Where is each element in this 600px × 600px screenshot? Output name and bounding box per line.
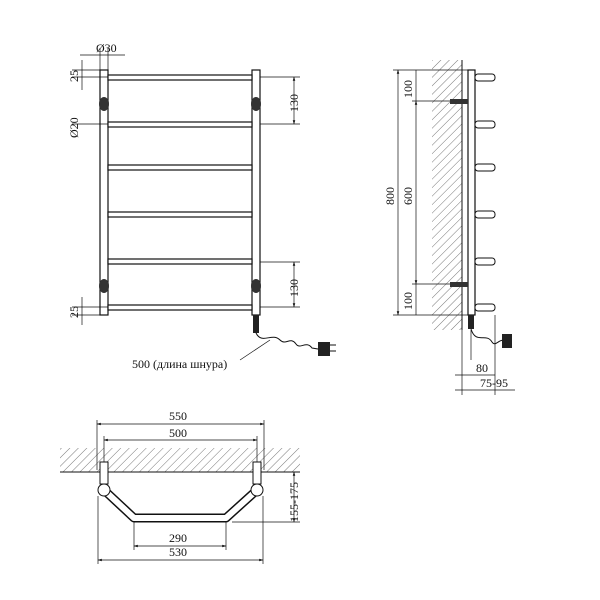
- cord-label: 500 (длина шнура): [132, 357, 227, 371]
- side-bar: [474, 120, 496, 129]
- mount-left-top: [99, 97, 109, 111]
- side-mount-top: [450, 99, 468, 104]
- dim-wall-distance: 155-175: [287, 482, 301, 522]
- side-heater: [468, 315, 474, 329]
- top-view: 550 500 290 530 155-175: [60, 409, 301, 564]
- side-bar: [474, 73, 496, 82]
- top-mount-left: [99, 461, 109, 485]
- top-mount-right: [252, 461, 262, 485]
- crossbars: [107, 74, 253, 311]
- side-bar: [474, 210, 496, 219]
- dim-bottom-offset: 25: [67, 306, 81, 318]
- dim-inner-width: 290: [169, 531, 187, 545]
- front-view: Ø30 25 Ø20 25 130 130 500 (длина шнура): [67, 41, 336, 371]
- dim-mount-top: 130: [287, 94, 301, 112]
- dim-depth-80: 80: [476, 361, 488, 375]
- crossbar: [107, 258, 253, 265]
- mount-right-top: [251, 97, 261, 111]
- dim-diameter-top: Ø30: [96, 41, 117, 55]
- side-view: 800 600 100 100 80 75-95: [383, 60, 515, 395]
- dim-outer-width: 550: [169, 409, 187, 423]
- top-post-left: [97, 483, 111, 497]
- side-post: [467, 69, 476, 316]
- side-mount-bottom: [450, 282, 468, 287]
- left-post: [99, 69, 109, 316]
- side-bar: [474, 303, 496, 312]
- dim-top-offset: 25: [67, 70, 81, 82]
- dim-rail-width: 530: [169, 545, 187, 559]
- power-cord: [253, 315, 336, 356]
- dim-top-mount: 100: [401, 80, 415, 98]
- crossbar: [107, 211, 253, 218]
- dim-mount-bottom: 130: [287, 279, 301, 297]
- mount-left-bottom: [99, 279, 109, 293]
- mount-right-bottom: [251, 279, 261, 293]
- crossbar: [107, 304, 253, 311]
- side-plug: [502, 334, 512, 348]
- heater-plug: [253, 315, 259, 333]
- dim-mount-spacing: 600: [401, 187, 415, 205]
- crossbar: [107, 74, 253, 81]
- crossbar: [107, 121, 253, 128]
- front-mounts: [99, 97, 261, 293]
- dim-bottom-mount: 100: [401, 292, 415, 310]
- dim-total-height: 800: [383, 187, 397, 205]
- dim-diameter-bar: Ø20: [67, 117, 81, 138]
- side-bars: [474, 73, 496, 312]
- top-post-right: [250, 483, 264, 497]
- dim-depth-range: 75-95: [480, 376, 508, 390]
- side-bar: [474, 163, 496, 172]
- cord-plug: [318, 342, 330, 356]
- side-bar: [474, 257, 496, 266]
- side-cord: [470, 328, 507, 345]
- dim-mount-width: 500: [169, 426, 187, 440]
- cord: [255, 332, 325, 351]
- crossbar: [107, 164, 253, 171]
